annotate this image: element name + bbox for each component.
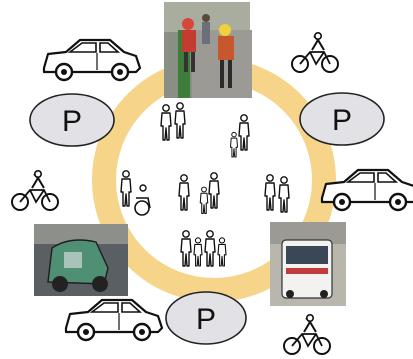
pedestrian-group-icon (180, 230, 227, 267)
pedestrian-pair-icon (160, 102, 186, 141)
bicycle-icon (11, 169, 59, 211)
svg-text:P: P (332, 104, 352, 137)
parking-badge-bottom: P (165, 291, 247, 345)
elderly-pair-icon (264, 174, 290, 213)
bicycle-icon (291, 31, 339, 73)
bus-photo (270, 222, 346, 306)
wheelchair-user-icon (120, 170, 151, 216)
bicycle-icon (283, 313, 331, 355)
car-icon (64, 298, 164, 342)
svg-text:P: P (62, 105, 82, 138)
parking-badge-right: P (299, 92, 385, 146)
children-walking-photo (164, 2, 252, 98)
family-icon (178, 172, 220, 215)
svg-text:P: P (196, 303, 216, 336)
car-icon (42, 38, 142, 82)
pedestrian-adult-child-icon (230, 114, 250, 158)
parking-badge-left: P (29, 93, 115, 147)
pedicab-photo (34, 224, 128, 296)
